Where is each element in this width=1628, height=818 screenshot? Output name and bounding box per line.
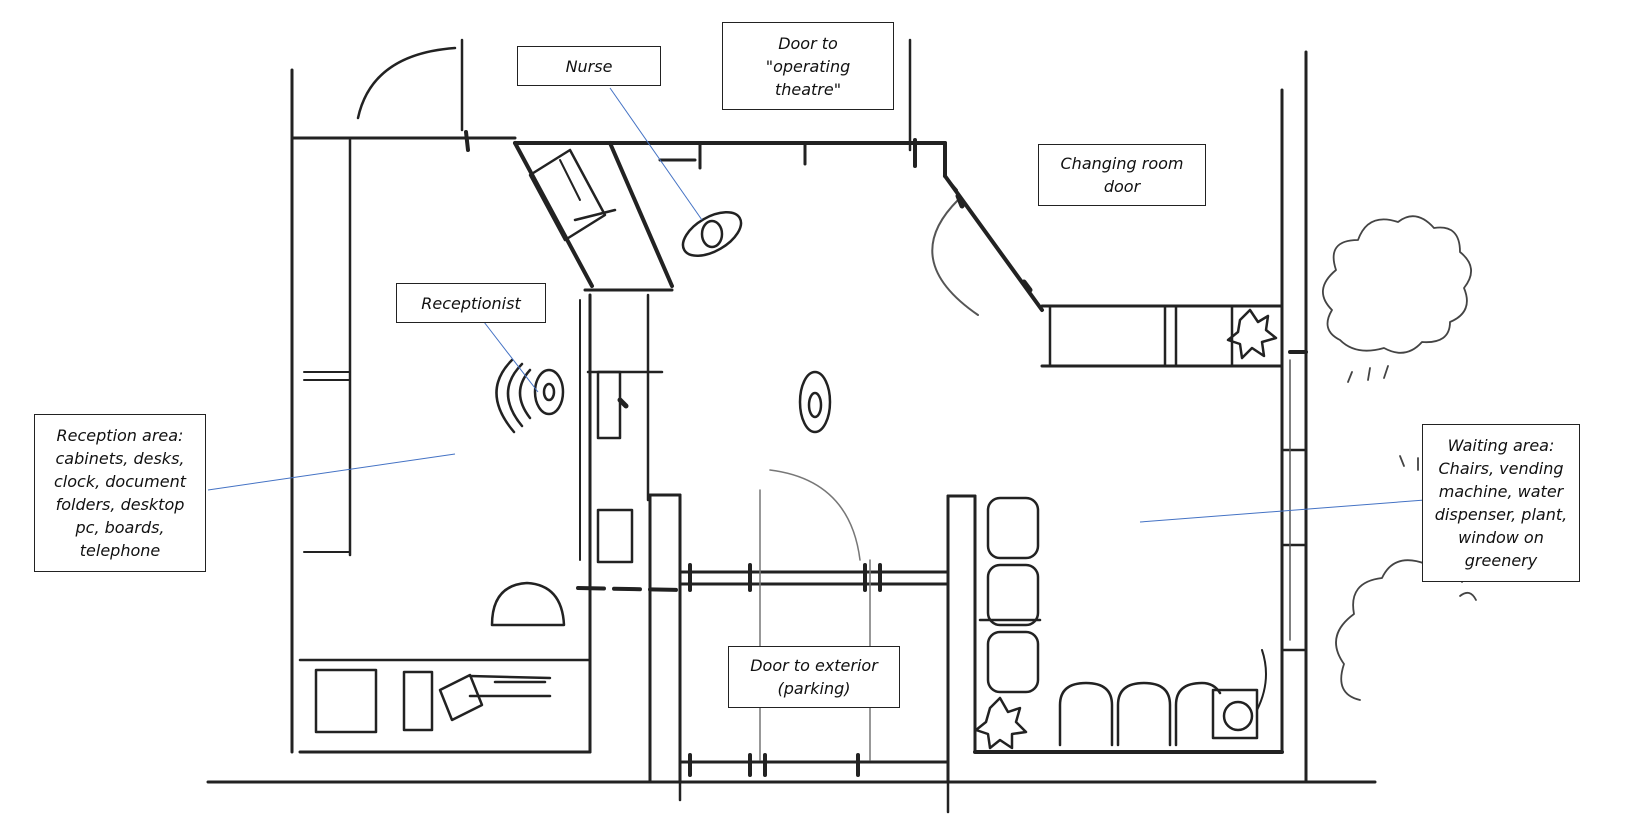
leader-reception-area [207, 453, 456, 491]
label-exterior-door-text: Door to exterior (parking) [750, 656, 878, 698]
label-reception-area: Reception area: cabinets, desks, clock, … [34, 414, 206, 572]
label-waiting-area: Waiting area: Chairs, vending machine, w… [1422, 424, 1580, 582]
leader-lines [207, 87, 1426, 523]
label-changing-room-door-text: Changing room door [1060, 154, 1184, 196]
reception-room [290, 38, 682, 754]
center-figure [798, 370, 832, 434]
label-exterior-door: Door to exterior (parking) [728, 646, 900, 708]
nurse-figure [681, 211, 743, 257]
label-receptionist-text: Receptionist [421, 293, 521, 313]
leader-receptionist [483, 321, 539, 393]
receptionist-figure [495, 358, 565, 434]
label-operating-theatre-door: Door to "operating theatre" [722, 22, 894, 110]
nurse-room [513, 38, 1044, 316]
leader-waiting-area [1139, 499, 1426, 523]
label-waiting-area-text: Waiting area: Chairs, vending machine, w… [1434, 436, 1568, 570]
label-changing-room-door: Changing room door [1038, 144, 1206, 206]
leader-nurse [609, 87, 703, 221]
reception-furniture [314, 293, 664, 734]
label-operating-theatre-door-text: Door to "operating theatre" [765, 33, 851, 99]
label-nurse-text: Nurse [565, 56, 613, 76]
label-receptionist: Receptionist [396, 283, 546, 323]
label-nurse: Nurse [517, 46, 661, 86]
waiting-room [973, 50, 1308, 784]
exterior-door-area [648, 469, 977, 814]
label-reception-area-text: Reception area: cabinets, desks, clock, … [54, 426, 186, 560]
